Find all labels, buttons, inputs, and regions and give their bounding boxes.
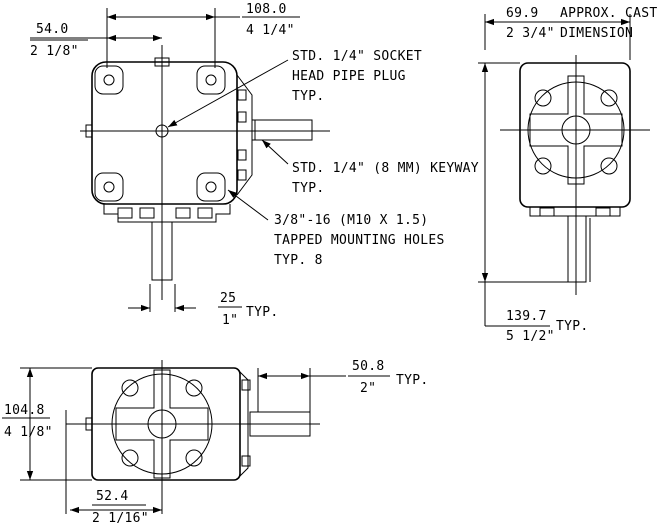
plug-note-2: HEAD PIPE PLUG bbox=[292, 69, 406, 84]
plug-note-1: STD. 1/4" SOCKET bbox=[292, 49, 422, 64]
holes-note-3: TYP. 8 bbox=[274, 253, 323, 268]
holes-note-2: TAPPED MOUNTING HOLES bbox=[274, 233, 445, 248]
center-mm: 52.4 bbox=[96, 489, 129, 504]
front-base-pad bbox=[103, 204, 231, 223]
front-mounting-holes bbox=[94, 65, 226, 202]
front-bearing-cap bbox=[236, 74, 253, 196]
overall-width-in: 4 1/4" bbox=[246, 23, 295, 38]
shaft-dia-in: 1" bbox=[222, 313, 238, 328]
side-width-note-1: APPROX. CAST bbox=[560, 6, 658, 21]
overall-height-in: 5 1/2" bbox=[506, 329, 555, 344]
top-ribs bbox=[115, 369, 209, 479]
side-bolt-holes bbox=[534, 89, 618, 175]
holes-note-1: 3/8"-16 (M10 X 1.5) bbox=[274, 213, 428, 228]
side-housing bbox=[519, 62, 631, 208]
side-width-note-2: DIMENSION bbox=[560, 26, 633, 41]
front-right-shaft bbox=[251, 119, 313, 141]
height-mm: 104.8 bbox=[4, 403, 45, 418]
side-bottom-shaft bbox=[567, 215, 587, 283]
top-bolt-holes bbox=[121, 379, 203, 467]
shaft-len-suffix: TYP. bbox=[396, 373, 429, 388]
top-view bbox=[20, 360, 320, 514]
overall-height-mm: 139.7 bbox=[506, 309, 547, 324]
shaft-dia-mm: 25 bbox=[220, 291, 236, 306]
side-width-in: 2 3/4" bbox=[506, 26, 555, 41]
shaft-len-mm: 50.8 bbox=[352, 359, 385, 374]
center-in: 2 1/16" bbox=[92, 511, 149, 526]
side-ribs bbox=[529, 75, 623, 185]
keyway-note-2: TYP. bbox=[292, 181, 325, 196]
callout-text: STD. 1/4" SOCKET HEAD PIPE PLUG TYP. STD… bbox=[274, 49, 479, 268]
dimension-lines bbox=[26, 13, 630, 514]
front-view bbox=[80, 8, 330, 312]
side-width-mm: 69.9 bbox=[506, 6, 539, 21]
shaft-dia-suffix: TYP. bbox=[246, 305, 279, 320]
top-width-in: 2 1/8" bbox=[30, 44, 79, 59]
overall-width-mm: 108.0 bbox=[246, 2, 287, 17]
plug-note-3: TYP. bbox=[292, 89, 325, 104]
top-width-mm: 54.0 bbox=[36, 22, 69, 37]
shaft-len-in: 2" bbox=[360, 381, 376, 396]
dimension-text: 54.0 2 1/8" 108.0 4 1/4" 25 1" TYP. 69.9… bbox=[2, 2, 658, 526]
keyway-note-1: STD. 1/4" (8 MM) KEYWAY bbox=[292, 161, 479, 176]
side-view bbox=[478, 14, 650, 295]
front-base-bolts bbox=[117, 207, 213, 219]
height-in: 4 1/8" bbox=[4, 425, 53, 440]
overall-height-suffix: TYP. bbox=[556, 319, 589, 334]
front-cap-bolts bbox=[237, 89, 247, 181]
